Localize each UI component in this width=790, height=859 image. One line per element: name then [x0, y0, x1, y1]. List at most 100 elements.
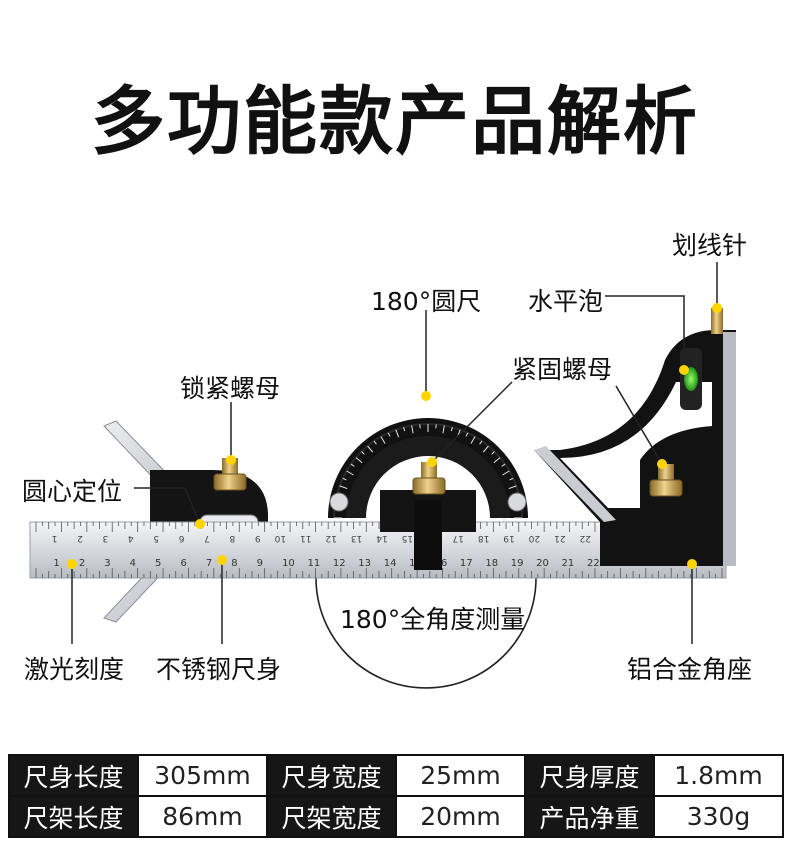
protractor-tick	[342, 477, 347, 481]
square-head-bevel	[534, 446, 616, 522]
protractor-left-bolt	[329, 492, 349, 512]
spec-label: 尺架长度	[8, 795, 139, 838]
ruler-top-number: 14	[376, 533, 388, 543]
ruler-top-number: 1	[52, 533, 58, 543]
ruler-top-number: 15	[402, 533, 413, 543]
ruler-top-number: 9	[255, 533, 261, 543]
marker-dot-protractor	[421, 391, 431, 401]
square-head[interactable]	[534, 308, 736, 566]
callout-protractor: 180°圆尺	[371, 287, 482, 316]
combination-square-diagram: 1234567891011121314151617181920212223242…	[29, 262, 736, 689]
spec-value: 86mm	[137, 795, 268, 838]
ruler-bottom-number: 19	[511, 558, 524, 569]
spec-value: 25mm	[395, 754, 526, 797]
spec-value: 330g	[653, 795, 784, 838]
spec-label: 尺身厚度	[524, 754, 655, 797]
ruler-top-number: 8	[229, 533, 235, 543]
protractor-tick	[380, 436, 386, 444]
protractor-tick	[479, 440, 483, 445]
protractor-stem	[414, 500, 442, 570]
protractor-tick	[411, 425, 414, 434]
marker-dot-steel-body	[217, 555, 227, 565]
ruler-bottom-number: 5	[155, 558, 161, 569]
ruler-bottom-number: 1	[53, 558, 59, 569]
protractor-tick	[346, 470, 354, 476]
leader-protractor-nut	[431, 381, 513, 463]
spec-table: 尺身长度 305mm 尺身宽度 25mm 尺身厚度 1.8mm 尺架长度 86m…	[8, 754, 784, 838]
ruler-top-number: 2	[77, 533, 83, 543]
ruler-bottom-number: 6	[180, 558, 186, 569]
callout-aluminum-seat: 铝合金角座	[627, 655, 753, 684]
ruler-top-number: 18	[478, 533, 490, 543]
ruler-top-number: 22	[580, 533, 591, 543]
ruler-bottom-number: 7	[206, 558, 212, 569]
protractor-nut[interactable]	[412, 462, 446, 495]
protractor-tick	[493, 457, 501, 464]
spec-value: 305mm	[137, 754, 268, 797]
protractor-tick	[373, 440, 377, 445]
ruler-bottom-number: 9	[257, 558, 263, 569]
leader-level	[605, 295, 685, 370]
protractor-tick	[339, 485, 348, 490]
protractor-inner-ring	[346, 436, 510, 518]
callout-steel-body: 不锈钢尺身	[156, 655, 282, 684]
ruler-top-number: 12	[325, 533, 336, 543]
protractor-head[interactable]: 0102030405060708090100110120130140150160…	[328, 418, 528, 570]
protractor-tick	[395, 429, 400, 438]
square-head-edge	[723, 332, 736, 566]
protractor-tick	[367, 445, 374, 453]
protractor-tick	[508, 485, 517, 490]
marker-dot-laser-scale	[67, 559, 77, 569]
ruler-bottom-number: 2	[79, 558, 85, 569]
protractor-tick	[355, 457, 363, 464]
protractor-tick	[361, 451, 365, 455]
ruler-top-number: 11	[300, 533, 311, 543]
callout-center-finder: 圆心定位	[22, 477, 123, 506]
leader-fastening-nut	[615, 385, 663, 465]
protractor-dial	[328, 418, 528, 518]
callout-scriber: 划线针	[672, 231, 748, 260]
ruler-bottom-number: 20	[536, 558, 549, 569]
ruler-top-number: 4	[128, 533, 134, 543]
callout-fastening-nut: 紧固螺母	[512, 355, 613, 384]
spec-value: 1.8mm	[653, 754, 784, 797]
ruler-bottom-number: 10	[282, 558, 295, 569]
spec-value: 20mm	[395, 795, 526, 838]
protractor-tick	[502, 470, 510, 476]
ruler-bottom-number: 12	[333, 558, 346, 569]
marker-dot-center-finder	[195, 519, 205, 529]
ruler-top-number: 20	[528, 533, 540, 543]
ruler-bottom-number: 21	[562, 558, 575, 569]
ruler-bottom-number: 11	[307, 558, 320, 569]
marker-dot-fastening-nut	[657, 459, 667, 469]
ruler-top-number: 10	[274, 533, 286, 543]
ruler-bottom-number: 8	[231, 558, 237, 569]
protractor-tick	[442, 425, 445, 434]
spec-label: 尺架宽度	[266, 795, 397, 838]
ruler-bottom-number: 18	[485, 558, 498, 569]
marker-dot-scriber	[712, 303, 722, 313]
ruler-bottom-number: 14	[384, 558, 397, 569]
marker-dots	[67, 303, 722, 569]
callout-lock-nut: 锁紧螺母	[180, 374, 281, 403]
protractor-tick	[470, 436, 476, 444]
marker-dot-level	[679, 365, 689, 375]
ruler-top-number: 21	[554, 533, 565, 543]
ruler-top-number: 17	[452, 533, 463, 543]
scriber-pin[interactable]	[711, 308, 723, 334]
ruler-bottom-number: 4	[130, 558, 136, 569]
spec-label: 尺身宽度	[266, 754, 397, 797]
ruler-top-number: 13	[351, 533, 362, 543]
callout-level: 水平泡	[528, 287, 604, 316]
protractor-tick	[482, 445, 489, 453]
marker-dot-aluminum-seat	[687, 559, 697, 569]
marker-dot-lock-nut	[226, 455, 236, 465]
protractor-tick	[450, 427, 453, 432]
spec-label: 尺身长度	[8, 754, 139, 797]
protractor-tick	[509, 477, 514, 481]
ruler-top-number: 6	[178, 533, 184, 543]
protractor-tick	[501, 463, 506, 467]
ruler-top-number: 5	[153, 533, 159, 543]
spec-row: 尺身长度 305mm 尺身宽度 25mm 尺身厚度 1.8mm	[8, 754, 784, 797]
ruler-bottom-number: 13	[358, 558, 371, 569]
